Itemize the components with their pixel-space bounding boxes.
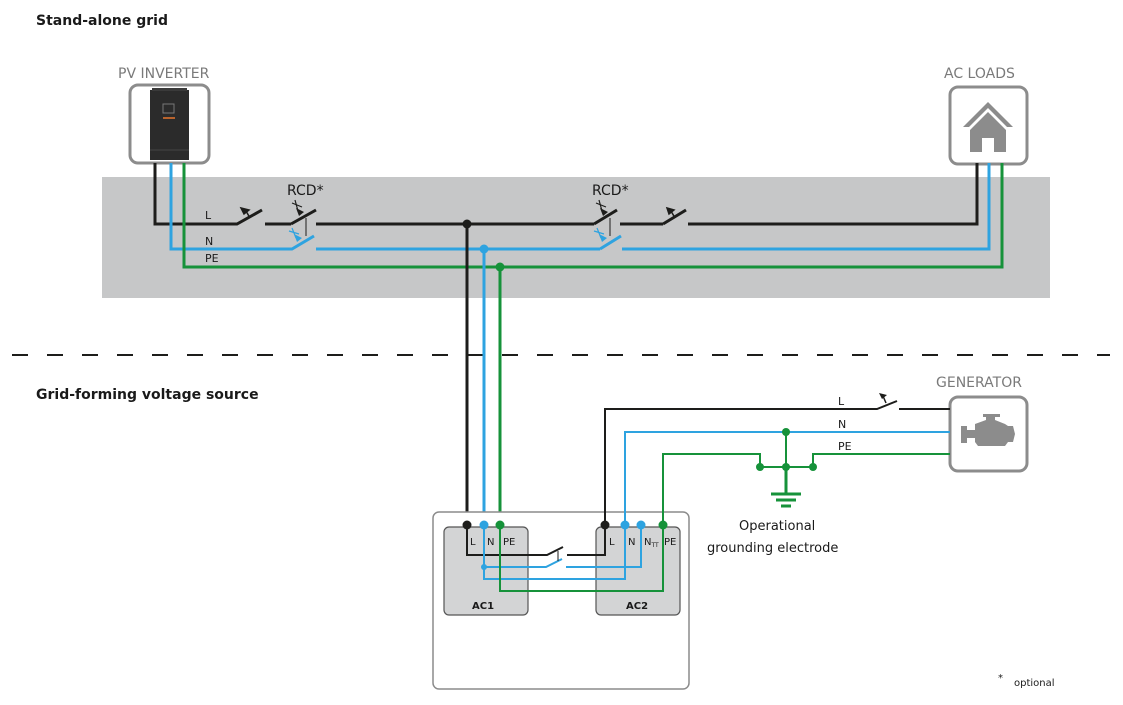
grounding-label-line2: grounding electrode xyxy=(707,541,838,556)
ac2-terminal-block: AC2 L N NTT PE xyxy=(595,526,681,616)
switch-arrow-icon xyxy=(879,393,887,404)
footnote-text: optional xyxy=(1014,678,1055,689)
junction-dot xyxy=(481,564,487,570)
junction-dot xyxy=(479,244,489,254)
distribution-panel xyxy=(102,177,1050,298)
ac-loads-label: AC LOADS xyxy=(944,66,1015,82)
junction-dot xyxy=(756,463,764,471)
rcd-1: RCD* xyxy=(287,183,324,242)
inverter-icon xyxy=(150,88,189,160)
wire-label-L: L xyxy=(205,209,212,222)
gen-wire-label-PE: PE xyxy=(838,440,852,453)
drop-wires xyxy=(465,224,502,525)
engine-icon xyxy=(961,414,1015,446)
switch-arrow-icon xyxy=(239,206,676,219)
ac2-terminal-L: L xyxy=(609,537,615,548)
rcd-2-label: RCD* xyxy=(592,183,629,199)
line-N-standalone xyxy=(169,163,991,251)
terminal-dot xyxy=(479,520,489,530)
pv-inverter xyxy=(128,83,211,165)
ac-loads xyxy=(948,85,1029,166)
ac1-label: AC1 xyxy=(472,601,494,612)
junction-dot xyxy=(462,219,472,229)
rcd-trip-icon xyxy=(288,199,307,242)
ac1-terminal-L: L xyxy=(470,537,476,548)
pv-inverter-label: PV INVERTER xyxy=(118,66,210,82)
standalone-grid-title: Stand-alone grid xyxy=(36,13,168,29)
rcd-2: RCD* xyxy=(592,183,629,242)
rcd-1-label: RCD* xyxy=(287,183,324,199)
ac1-terminal-block: AC1 L N PE xyxy=(443,526,529,616)
gen-wire-label-L: L xyxy=(838,395,845,408)
generator xyxy=(948,395,1029,473)
grid-forming-title: Grid-forming voltage source xyxy=(36,387,259,403)
terminal-dot xyxy=(636,520,646,530)
terminal-dot xyxy=(462,520,472,530)
generator-wiring xyxy=(604,400,950,525)
junction-dot xyxy=(782,428,790,436)
line-PE-standalone xyxy=(182,163,1004,269)
junction-dot xyxy=(809,463,817,471)
ac1-terminal-PE: PE xyxy=(503,537,515,548)
junction-dot xyxy=(495,262,505,272)
ground-icon xyxy=(771,492,801,508)
ac2-label: AC2 xyxy=(626,601,648,612)
footnote-star: * xyxy=(998,673,1003,684)
junction-dot xyxy=(782,463,790,471)
generator-label: GENERATOR xyxy=(936,375,1022,391)
ac2-terminal-N: N xyxy=(628,537,635,548)
internal-wiring xyxy=(466,525,664,592)
house-icon xyxy=(963,102,1013,152)
ac2-terminal-PE: PE xyxy=(664,537,676,548)
wire-label-PE: PE xyxy=(205,252,219,265)
rcd-trip-icon xyxy=(593,199,611,242)
terminal-dot xyxy=(495,520,505,530)
gen-wire-label-N: N xyxy=(838,418,846,431)
wire-label-N: N xyxy=(205,235,213,248)
grounding-label-line1: Operational xyxy=(739,519,815,534)
ac1-terminal-N: N xyxy=(487,537,494,548)
